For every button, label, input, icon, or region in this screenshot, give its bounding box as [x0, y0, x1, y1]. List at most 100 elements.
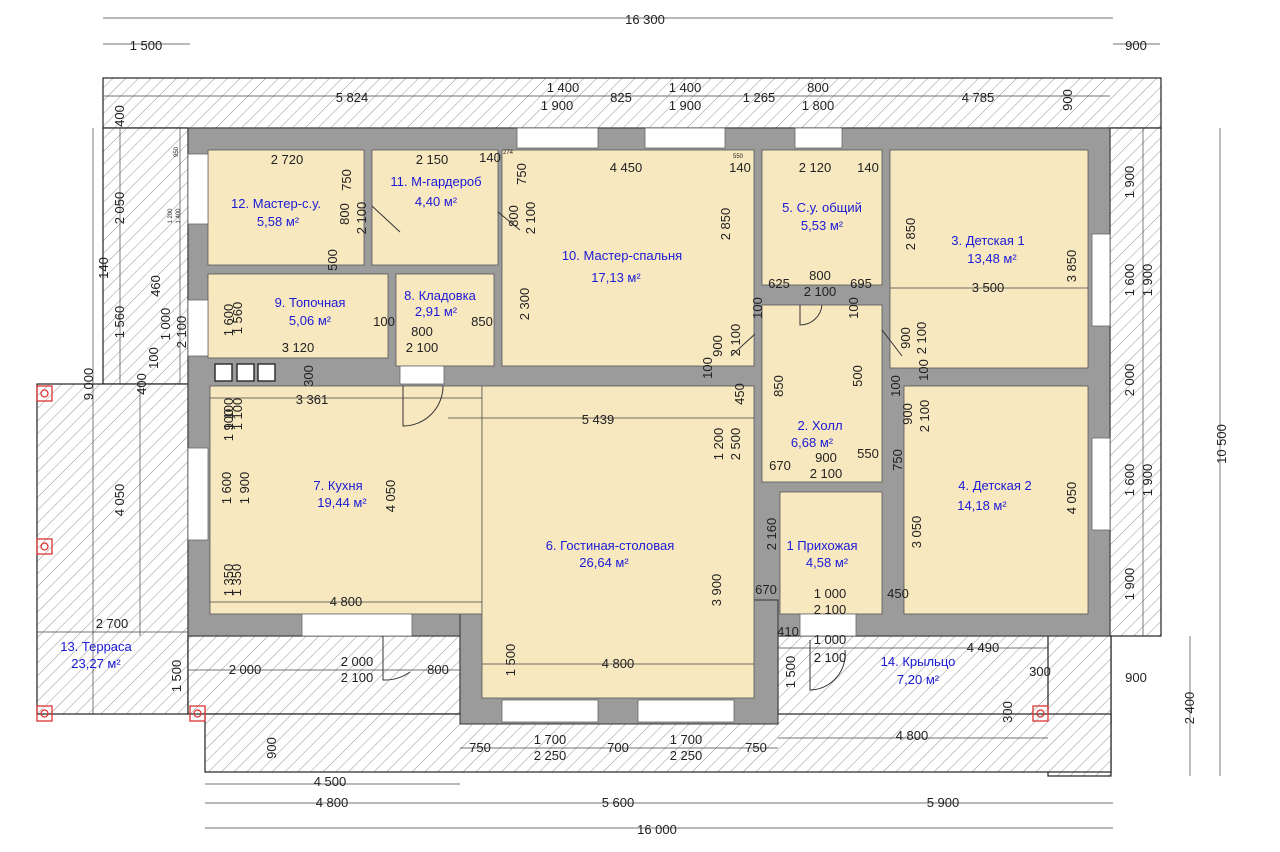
dim-label: 1 900 [221, 409, 236, 442]
dim-label: 550 [857, 446, 879, 461]
dim-label: 1 900 [237, 472, 252, 505]
dim-label: 2 100 [814, 650, 847, 665]
dim-label: 4 450 [610, 160, 643, 175]
dim-label: 3 050 [909, 516, 924, 549]
dim-label: 1 900 [1140, 464, 1155, 497]
dim-label: 1 200 [711, 428, 726, 461]
dim-label: 2 160 [764, 518, 779, 551]
dim-label: 670 [755, 582, 777, 597]
dimension-lines [37, 17, 1221, 829]
dim-label: 800 [427, 662, 449, 677]
dim-label: 900 [815, 450, 837, 465]
dim-label: 100 [700, 357, 715, 379]
dim-label: 500 [850, 365, 865, 387]
dim-label: 2 000 [229, 662, 262, 677]
dim-label: 140 [479, 150, 501, 165]
dim-label: 900 [1125, 38, 1147, 53]
dim-label: 1 900 [1140, 264, 1155, 297]
dim-label: 900 [1060, 89, 1075, 111]
dim-label: 410 [777, 624, 799, 639]
foundation-hatch [36, 77, 1162, 777]
room-14-name: 14. Крыльцо [881, 654, 956, 669]
dim-label: 2 100 [914, 322, 929, 355]
dim-label: 4 785 [962, 90, 995, 105]
dim-label: 2 100 [354, 202, 369, 235]
dim-label: 4 490 [967, 640, 1000, 655]
room-6-name: 6. Гостиная-столовая [546, 538, 675, 553]
room-5-name: 5. С.у. общий [782, 200, 862, 215]
dim-label: 100 [373, 314, 395, 329]
dim-label: 1 900 [1122, 166, 1137, 199]
dim-label: 2 000 [341, 654, 374, 669]
dim-label: 850 [471, 314, 493, 329]
dim-label: 2 120 [799, 160, 832, 175]
dim-label: 2 850 [718, 208, 733, 241]
dim-label: 2 150 [416, 152, 449, 167]
dim-label: 450 [732, 383, 747, 405]
tiny-label: 1 200 [168, 208, 174, 224]
boiler-equipment [214, 363, 276, 382]
dim-label: 3 900 [709, 574, 724, 607]
dimension-labels: 16 300 1 500 900 5 824 1 400 1 900 825 1… [81, 12, 1229, 837]
dim-label: 140 [857, 160, 879, 175]
dim-label: 100 [846, 297, 861, 319]
dim-label: 2 100 [174, 316, 189, 349]
dim-label: 1 800 [802, 98, 835, 113]
dim-label: 750 [890, 449, 905, 471]
dim-label: 450 [887, 586, 909, 601]
room-9-name: 9. Топочная [275, 295, 346, 310]
dim-label: 400 [134, 373, 149, 395]
dim-label: 900 [710, 335, 725, 357]
dim-label: 800 [506, 205, 521, 227]
dim-label: 460 [148, 275, 163, 297]
dim-label: 2 250 [534, 748, 567, 763]
dim-label: 10 500 [1214, 424, 1229, 464]
room-7-area: 19,44 м² [317, 495, 367, 510]
dim-label: 900 [900, 403, 915, 425]
dim-label: 1 500 [503, 644, 518, 677]
dim-label: 700 [607, 740, 629, 755]
room-3-area: 13,48 м² [967, 251, 1017, 266]
dim-label: 1 700 [670, 732, 703, 747]
dim-label: 800 [809, 268, 831, 283]
dim-label: 695 [850, 276, 872, 291]
dim-label: 1 265 [743, 90, 776, 105]
room-10-area: 17,13 м² [591, 270, 641, 285]
dim-label: 3 850 [1064, 250, 1079, 283]
dim-label: 1 100 [230, 398, 245, 431]
dim-label: 1 600 [219, 472, 234, 505]
dim-label: 750 [745, 740, 767, 755]
dim-label: 900 [1125, 670, 1147, 685]
dim-label: 500 [325, 249, 340, 271]
dim-label: 5 824 [336, 90, 369, 105]
dim-label: 100 [888, 375, 903, 397]
dim-label: 850 [771, 375, 786, 397]
tiny-label: 1 400 [176, 208, 182, 224]
dim-label: 625 [768, 276, 790, 291]
room-2-name: 2. Холл [797, 418, 842, 433]
dim-label: 900 [264, 737, 279, 759]
dim-label: 750 [339, 169, 354, 191]
dim-label: 3 120 [282, 340, 315, 355]
room-7-name: 7. Кухня [313, 478, 362, 493]
room-labels: 1 Прихожая 4,58 м² 2. Холл 6,68 м² 3. Де… [60, 174, 1032, 687]
dim-label: 900 [898, 327, 913, 349]
room-13-name: 13. Терраса [60, 639, 132, 654]
dim-label: 2 100 [523, 202, 538, 235]
dim-label: 2 100 [810, 466, 843, 481]
dim-label: 4 800 [316, 795, 349, 810]
dim-label: 300 [1000, 701, 1015, 723]
dim-label: 750 [514, 163, 529, 185]
room-11-name: 11. М-гардероб [390, 174, 481, 189]
dim-label: 5 600 [602, 795, 635, 810]
dim-label: 4 800 [896, 728, 929, 743]
room-3-name: 3. Детская 1 [951, 233, 1024, 248]
dim-label: 1 350 [221, 564, 236, 597]
dim-label: 3 500 [972, 280, 1005, 295]
dim-label: 2 500 [728, 428, 743, 461]
dim-label: 2 050 [112, 192, 127, 225]
dim-label: 750 [469, 740, 491, 755]
room-2-area: 6,68 м² [791, 435, 834, 450]
terrace-columns [36, 385, 1049, 722]
room-4-name: 4. Детская 2 [958, 478, 1031, 493]
